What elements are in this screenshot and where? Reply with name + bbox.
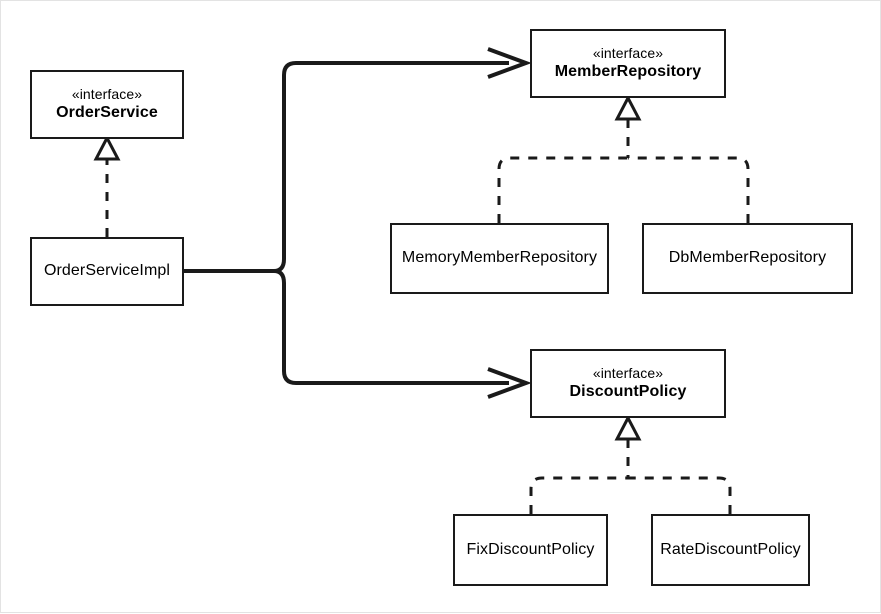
edge-realizations-discount-policy [529,414,732,514]
class-name-label: DbMemberRepository [668,249,827,267]
hollow-triangle-icon-member-repository [614,94,642,121]
class-box-fix-discount-policy[interactable]: FixDiscountPolicy [453,514,608,586]
interface-name-label: OrderService [56,103,158,121]
class-box-member-repository[interactable]: «interface» MemberRepository [530,29,726,98]
open-arrow-icon-discount-policy [487,367,532,399]
edge-impl-realizes-order-service [93,134,121,237]
dashed-branch-rate-discount-policy [628,476,732,514]
dashed-branch-fix-discount-policy [529,476,628,514]
interface-name-label: MemberRepository [554,62,702,80]
dashed-branch-memory-member-repository [497,156,628,223]
open-arrow-icon-member-repository [487,47,532,79]
stereotype-label: «interface» [71,86,143,103]
edge-realizations-member-repository [497,94,750,223]
class-name-label: RateDiscountPolicy [660,540,801,558]
class-name-label: MemoryMemberRepository [401,249,598,267]
stereotype-label: «interface» [592,365,664,382]
class-box-db-member-repository[interactable]: DbMemberRepository [642,223,853,294]
class-box-rate-discount-policy[interactable]: RateDiscountPolicy [651,514,810,586]
interface-name-label: DiscountPolicy [569,382,687,400]
class-name-label: FixDiscountPolicy [466,540,595,558]
class-box-discount-policy[interactable]: «interface» DiscountPolicy [530,349,726,418]
hollow-triangle-icon-discount-policy [614,414,642,441]
class-box-order-service[interactable]: «interface» OrderService [30,70,184,139]
hollow-triangle-icon [93,134,121,161]
class-box-memory-member-repository[interactable]: MemoryMemberRepository [390,223,609,294]
stereotype-label: «interface» [592,45,664,62]
class-box-order-service-impl[interactable]: OrderServiceImpl [30,237,184,306]
class-name-label: OrderServiceImpl [43,262,171,280]
dashed-branch-db-member-repository [628,156,750,223]
